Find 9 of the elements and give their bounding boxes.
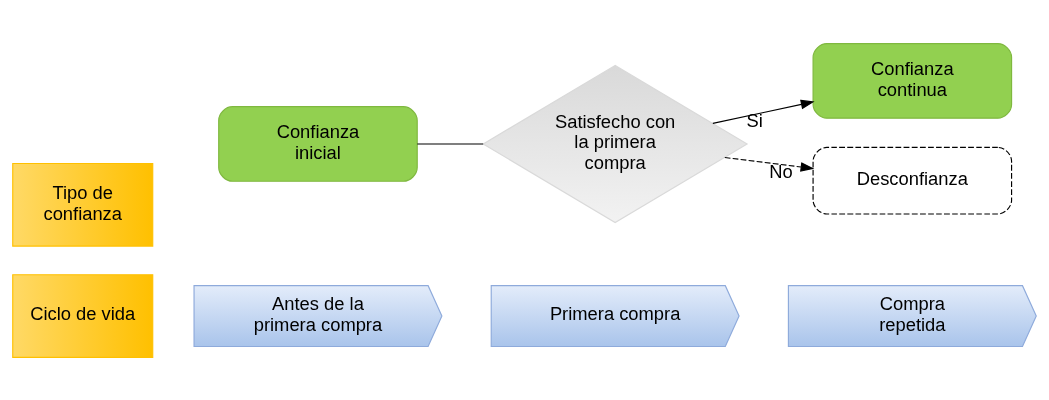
node-box: Desconfianza <box>812 146 1013 215</box>
node-box: Ciclo de vida <box>12 273 154 358</box>
arrow <box>712 99 815 124</box>
node-box: Confianza inicial <box>218 105 418 182</box>
edge-label: Si <box>746 109 763 131</box>
edge-label: No <box>769 160 793 182</box>
node-box: Tipo de confianza <box>12 162 154 247</box>
node-box: Confianza continua <box>812 42 1013 119</box>
arrow <box>724 156 815 172</box>
